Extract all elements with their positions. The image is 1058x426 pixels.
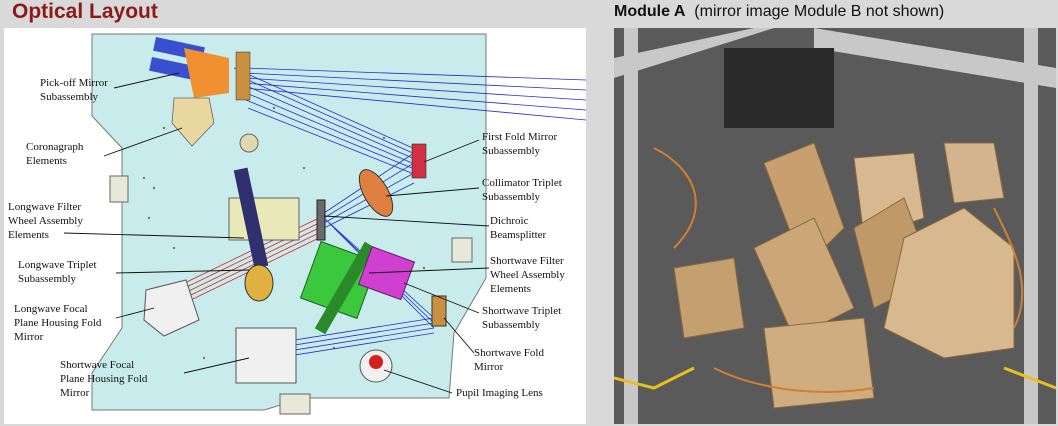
dichroic-beamsplitter <box>316 199 326 241</box>
copper-wiring <box>653 147 1024 393</box>
small-lens <box>239 133 259 153</box>
mount-left <box>109 175 129 203</box>
mount-right <box>451 237 473 263</box>
collimator-triplet <box>358 169 394 217</box>
yellow-cables <box>614 366 1056 390</box>
module-a-photo <box>614 28 1056 424</box>
shortwave-filter-wheel <box>299 240 379 335</box>
module-a-label: Module A <box>614 3 686 20</box>
shortwave-triplet <box>357 246 416 301</box>
label-pupil: Pupil Imaging Lens <box>456 387 543 399</box>
module-a-note: (mirror image Module B not shown) <box>694 3 945 20</box>
leader-lines <box>63 72 490 394</box>
shortwave-focal-housing <box>235 327 297 384</box>
optical-layout-title: Optical Layout <box>12 0 158 23</box>
longwave-focal-housing <box>143 279 200 337</box>
input-beams <box>233 67 586 364</box>
black-cover <box>724 48 834 128</box>
mount-bottom <box>279 393 311 415</box>
support-frame <box>614 28 1056 424</box>
gold-panels <box>673 142 1015 409</box>
longwave-triplet <box>244 264 274 302</box>
pickoff-mirror-assembly <box>149 36 251 101</box>
first-fold-mirror <box>411 143 427 179</box>
pupil-lens-core <box>369 355 383 369</box>
shortwave-fold-mirror <box>431 295 447 327</box>
module-a-title: Module A (mirror image Module B not show… <box>614 3 944 21</box>
longwave-filter-wheel <box>228 167 300 269</box>
coronagraph-elements <box>171 97 215 147</box>
